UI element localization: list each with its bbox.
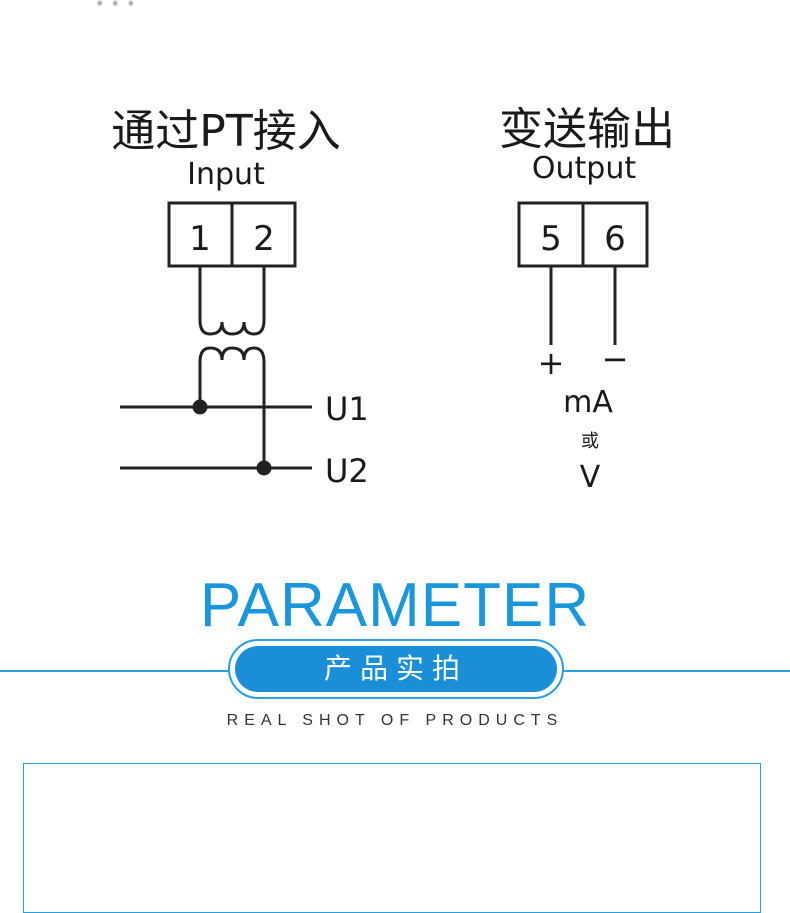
output-terminal-block: 5 6: [517, 201, 649, 268]
product-photo-frame: [23, 763, 761, 913]
line-label-u2: U2: [325, 452, 369, 490]
wiring-diagram: 通过PT接入 Input 1 2 U1 U2 变送输出 Output 5 6: [111, 104, 675, 495]
terminal-5-label: 5: [540, 219, 562, 259]
section-title: PARAMETER: [199, 571, 591, 640]
unit-v-label: V: [580, 460, 601, 495]
negative-terminal-sign: −: [602, 340, 629, 378]
input-title-en: Input: [187, 157, 265, 192]
positive-terminal-sign: +: [538, 344, 565, 382]
line-conductors: [120, 399, 312, 476]
cropped-top-text: ...: [95, 0, 142, 13]
divider-left: [0, 670, 230, 672]
or-label: 或: [581, 431, 599, 452]
output-leads: [549, 266, 617, 345]
pt-transformer-icon: [198, 266, 266, 468]
line-label-u1: U1: [325, 390, 369, 428]
section-badge: 产品实拍: [235, 646, 557, 692]
divider-right: [562, 670, 790, 672]
terminal-2-label: 2: [253, 219, 275, 259]
output-title-cn: 变送输出: [499, 104, 675, 155]
section-subtitle: REAL SHOT OF PRODUCTS: [226, 712, 564, 729]
output-title-en: Output: [532, 151, 636, 186]
terminal-1-label: 1: [189, 219, 211, 259]
unit-ma-label: mA: [563, 385, 613, 420]
input-title-cn: 通过PT接入: [111, 106, 340, 157]
input-terminal-block: 1 2: [167, 201, 297, 268]
terminal-6-label: 6: [604, 219, 626, 259]
